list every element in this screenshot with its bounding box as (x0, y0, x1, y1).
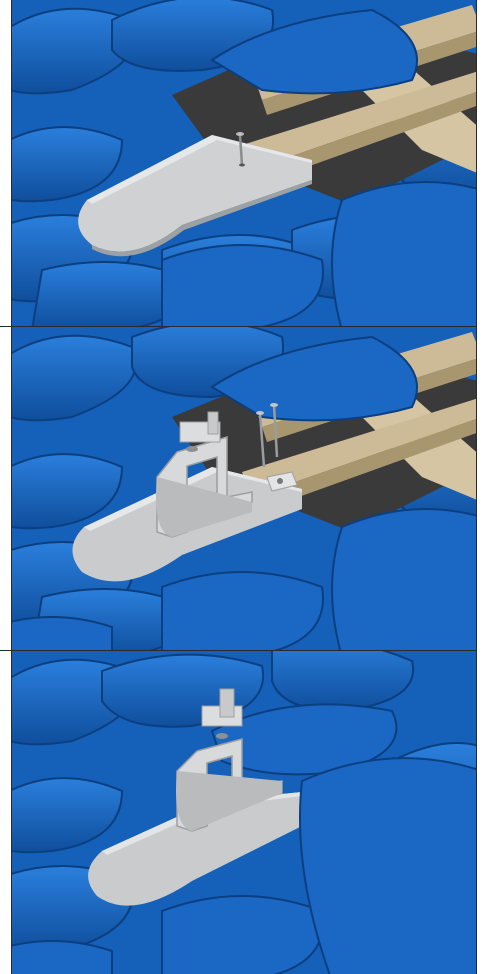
step-1-panel (11, 0, 477, 327)
step-2-panel (11, 327, 477, 651)
step-2-illustration (12, 327, 476, 650)
step-3-illustration (12, 651, 476, 974)
left-divider-1 (0, 326, 11, 327)
step-3-panel (11, 651, 477, 974)
left-divider-2 (0, 650, 11, 651)
step-1-illustration (12, 0, 476, 326)
